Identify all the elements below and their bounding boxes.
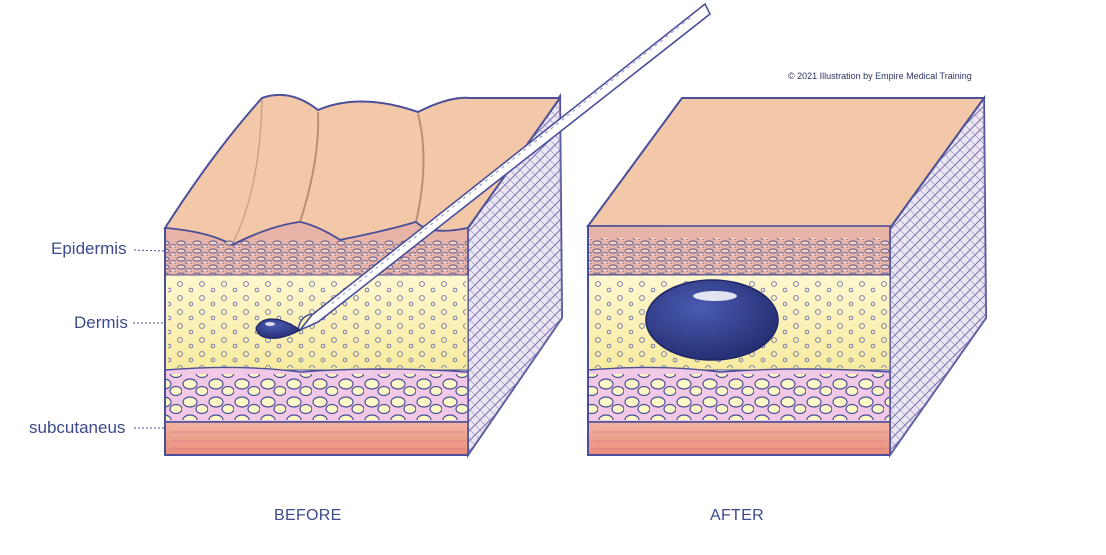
before-caption: BEFORE (274, 507, 342, 524)
subcutaneus-label: subcutaneus (29, 418, 126, 437)
injection-needle (297, 2, 712, 331)
after-caption: AFTER (710, 507, 764, 524)
epidermis-label: Epidermis (51, 239, 127, 258)
filler-deposit (645, 279, 779, 361)
label-leaders (133, 249, 166, 429)
dermis-label: Dermis (74, 313, 128, 332)
copyright-credit: © 2021 Illustration by Empire Medical Tr… (788, 71, 972, 81)
after-skin-block (586, 94, 988, 459)
filler-droplet (255, 318, 302, 339)
